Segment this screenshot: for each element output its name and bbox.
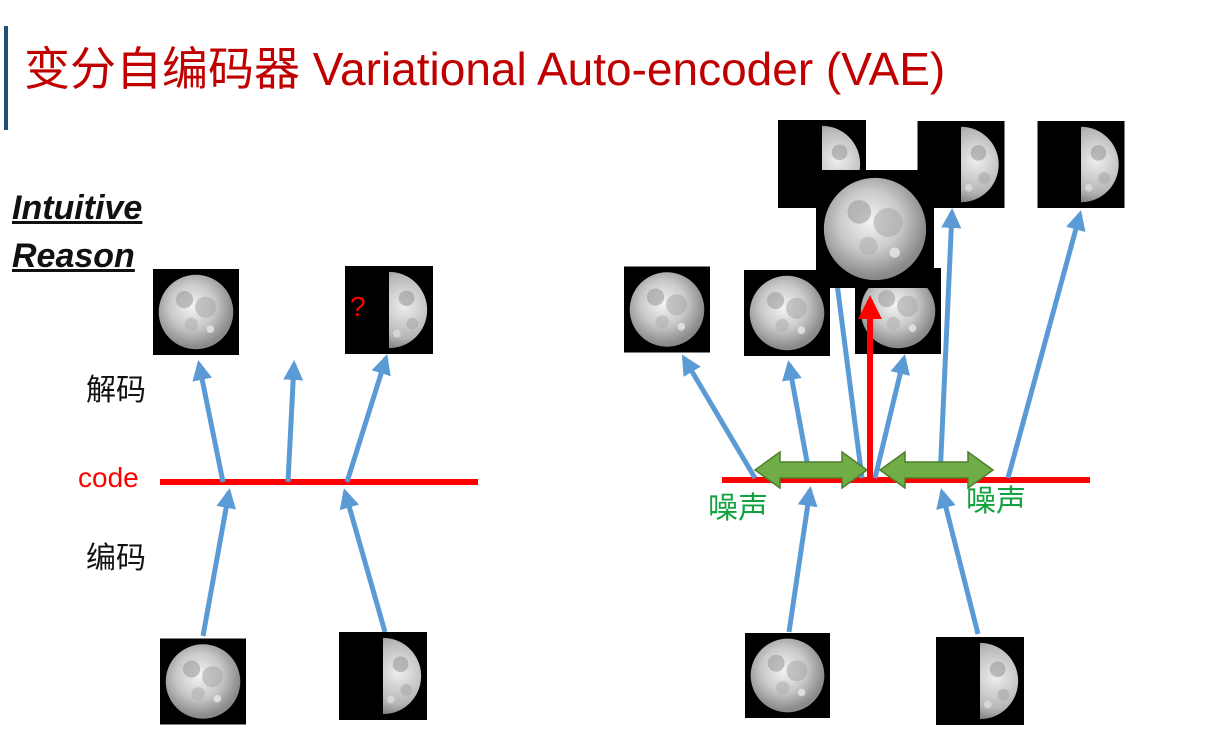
decode-arrow-5 xyxy=(937,208,962,479)
decode-arrow-6 xyxy=(1005,210,1086,479)
decode-label: 解码 xyxy=(86,374,146,407)
encode-arrow-full-right xyxy=(786,486,818,633)
decode-arrow-middle-left xyxy=(283,360,304,483)
encode-arrow-half-left xyxy=(339,488,388,633)
moon-full-input-right xyxy=(745,633,830,718)
moon-full-output-left xyxy=(153,269,239,355)
slide-title: 变分自编码器 Variational Auto-encoder (VAE) xyxy=(24,43,946,95)
noise-arrow-right xyxy=(878,450,995,490)
decode-arrow-3 xyxy=(826,256,865,479)
code-label: code xyxy=(78,462,139,493)
noise-label-right: 噪声 xyxy=(966,485,1026,518)
decode-arrow-full-left xyxy=(192,360,226,483)
moon-output-interpolated xyxy=(816,170,934,288)
question-mark: ? xyxy=(350,291,366,322)
decode-arrow-1 xyxy=(681,354,758,480)
left-diagram xyxy=(153,266,478,725)
moon-output-6 xyxy=(1038,121,1125,208)
encode-arrow-full-left xyxy=(200,488,236,637)
moon-half-input-right xyxy=(936,637,1024,725)
moon-half-input-left xyxy=(339,632,427,720)
noise-label-left: 噪声 xyxy=(708,492,768,525)
decode-arrow-half-left xyxy=(344,354,391,483)
moon-output-1 xyxy=(624,266,710,353)
title-accent-bar xyxy=(4,26,8,130)
decode-arrow-2 xyxy=(782,360,813,479)
decode-arrow-4 xyxy=(872,354,910,479)
right-diagram xyxy=(624,120,1125,725)
encode-label: 编码 xyxy=(86,542,146,575)
moon-full-input-left xyxy=(160,638,246,725)
encode-arrow-half-right xyxy=(936,488,981,635)
intuitive-reason-heading: Intuitive Reason xyxy=(12,189,143,275)
